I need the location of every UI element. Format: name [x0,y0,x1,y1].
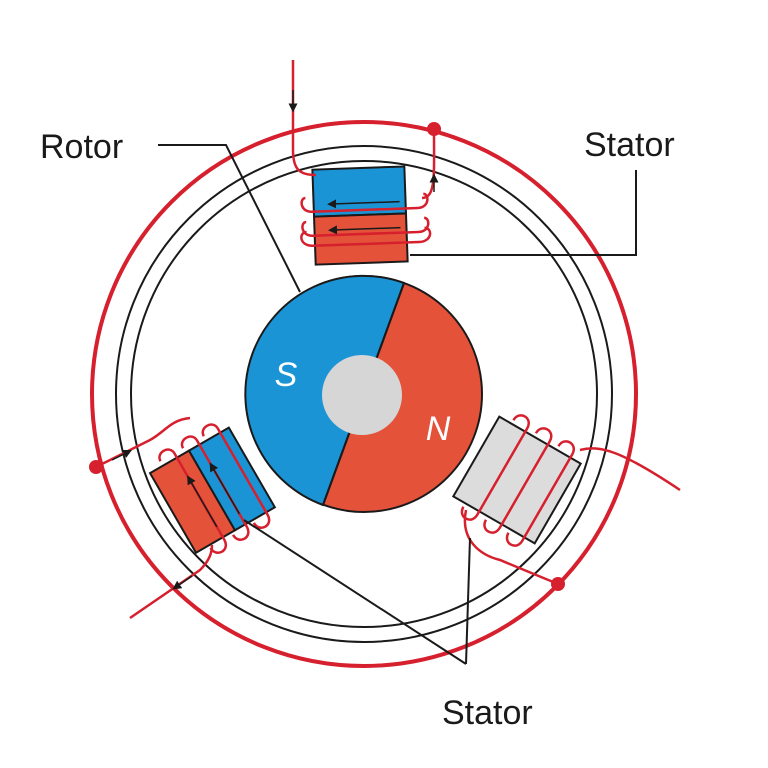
left-lower-lead-arrow [172,575,193,590]
top-lead-wire [291,60,317,177]
rotor-callout-line [158,144,301,293]
stator-top-label: Stator [584,126,675,164]
left-upper-lead-arrow [111,449,133,461]
stator-left [148,423,277,555]
stator-top-current-arrows [327,199,401,235]
top-junction-dot [427,122,441,136]
rotor: S N [244,274,483,513]
stator-bottom-callout-line-right [465,537,471,665]
stator-right-block [451,415,583,545]
stator-right [451,414,583,547]
housing-ring-outer [115,145,613,643]
stator-left-current-arrows [187,462,241,528]
right-junction-dot [551,577,565,591]
stator-right-coil [460,414,575,547]
south-pole-label: S [275,356,298,394]
top-return-wire [421,129,436,200]
stator-bottom-callout-line-left [243,519,467,665]
stator-top [300,165,432,266]
stator-left-blue-block [187,426,277,532]
stator-top-red-block [312,212,409,266]
left-junction-dot [89,460,103,474]
stator-bottom-label: Stator [442,694,533,732]
left-upper-lead-wire [95,416,191,469]
rotor-hub [322,355,402,435]
right-upper-lead-wire [579,447,681,492]
right-lower-lead-wire [463,509,559,586]
north-pole-label: N [426,410,451,448]
outer-wire-ring [90,120,638,668]
left-lower-lead-wire [129,544,214,620]
housing-ring-inner [130,160,598,628]
rotor-label: Rotor [40,128,123,166]
stator-top-callout-line [410,170,637,256]
